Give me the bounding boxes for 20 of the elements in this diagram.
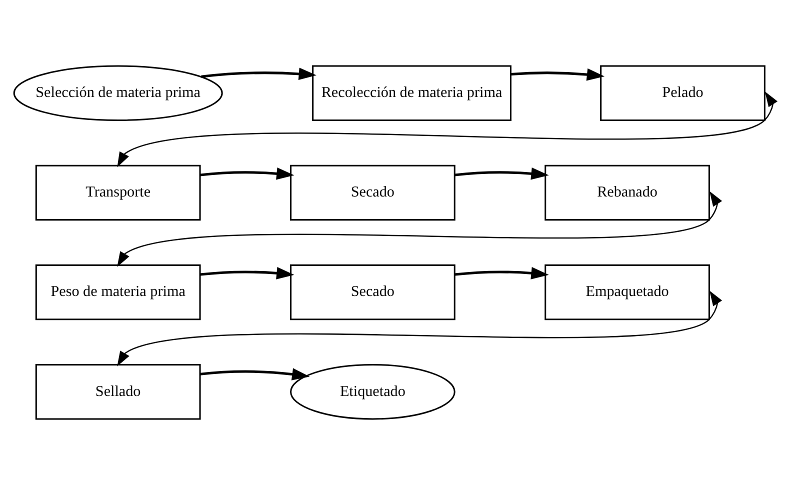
arrow <box>200 368 310 380</box>
node-box: Transporte <box>35 164 201 221</box>
arrow <box>200 167 294 180</box>
arrow <box>117 191 722 267</box>
arrow <box>200 267 294 280</box>
node-box: Secado <box>290 264 456 320</box>
node-box: Peso de materia prima <box>35 264 201 320</box>
arrow <box>454 267 549 280</box>
arrow <box>117 290 722 366</box>
node-box: Secado <box>290 164 456 221</box>
node-box: Empaquetado <box>544 264 710 320</box>
node-ellipse: Selección de materia prima <box>13 65 223 121</box>
node-box: Sellado <box>35 364 201 420</box>
arrow <box>454 167 549 180</box>
node-box: Pelado <box>600 65 766 121</box>
arrow <box>510 68 605 81</box>
node-box: Rebanado <box>544 164 710 221</box>
node-box: Recolección de materia prima <box>312 65 512 121</box>
arrow <box>201 68 316 80</box>
arrow <box>117 92 778 168</box>
